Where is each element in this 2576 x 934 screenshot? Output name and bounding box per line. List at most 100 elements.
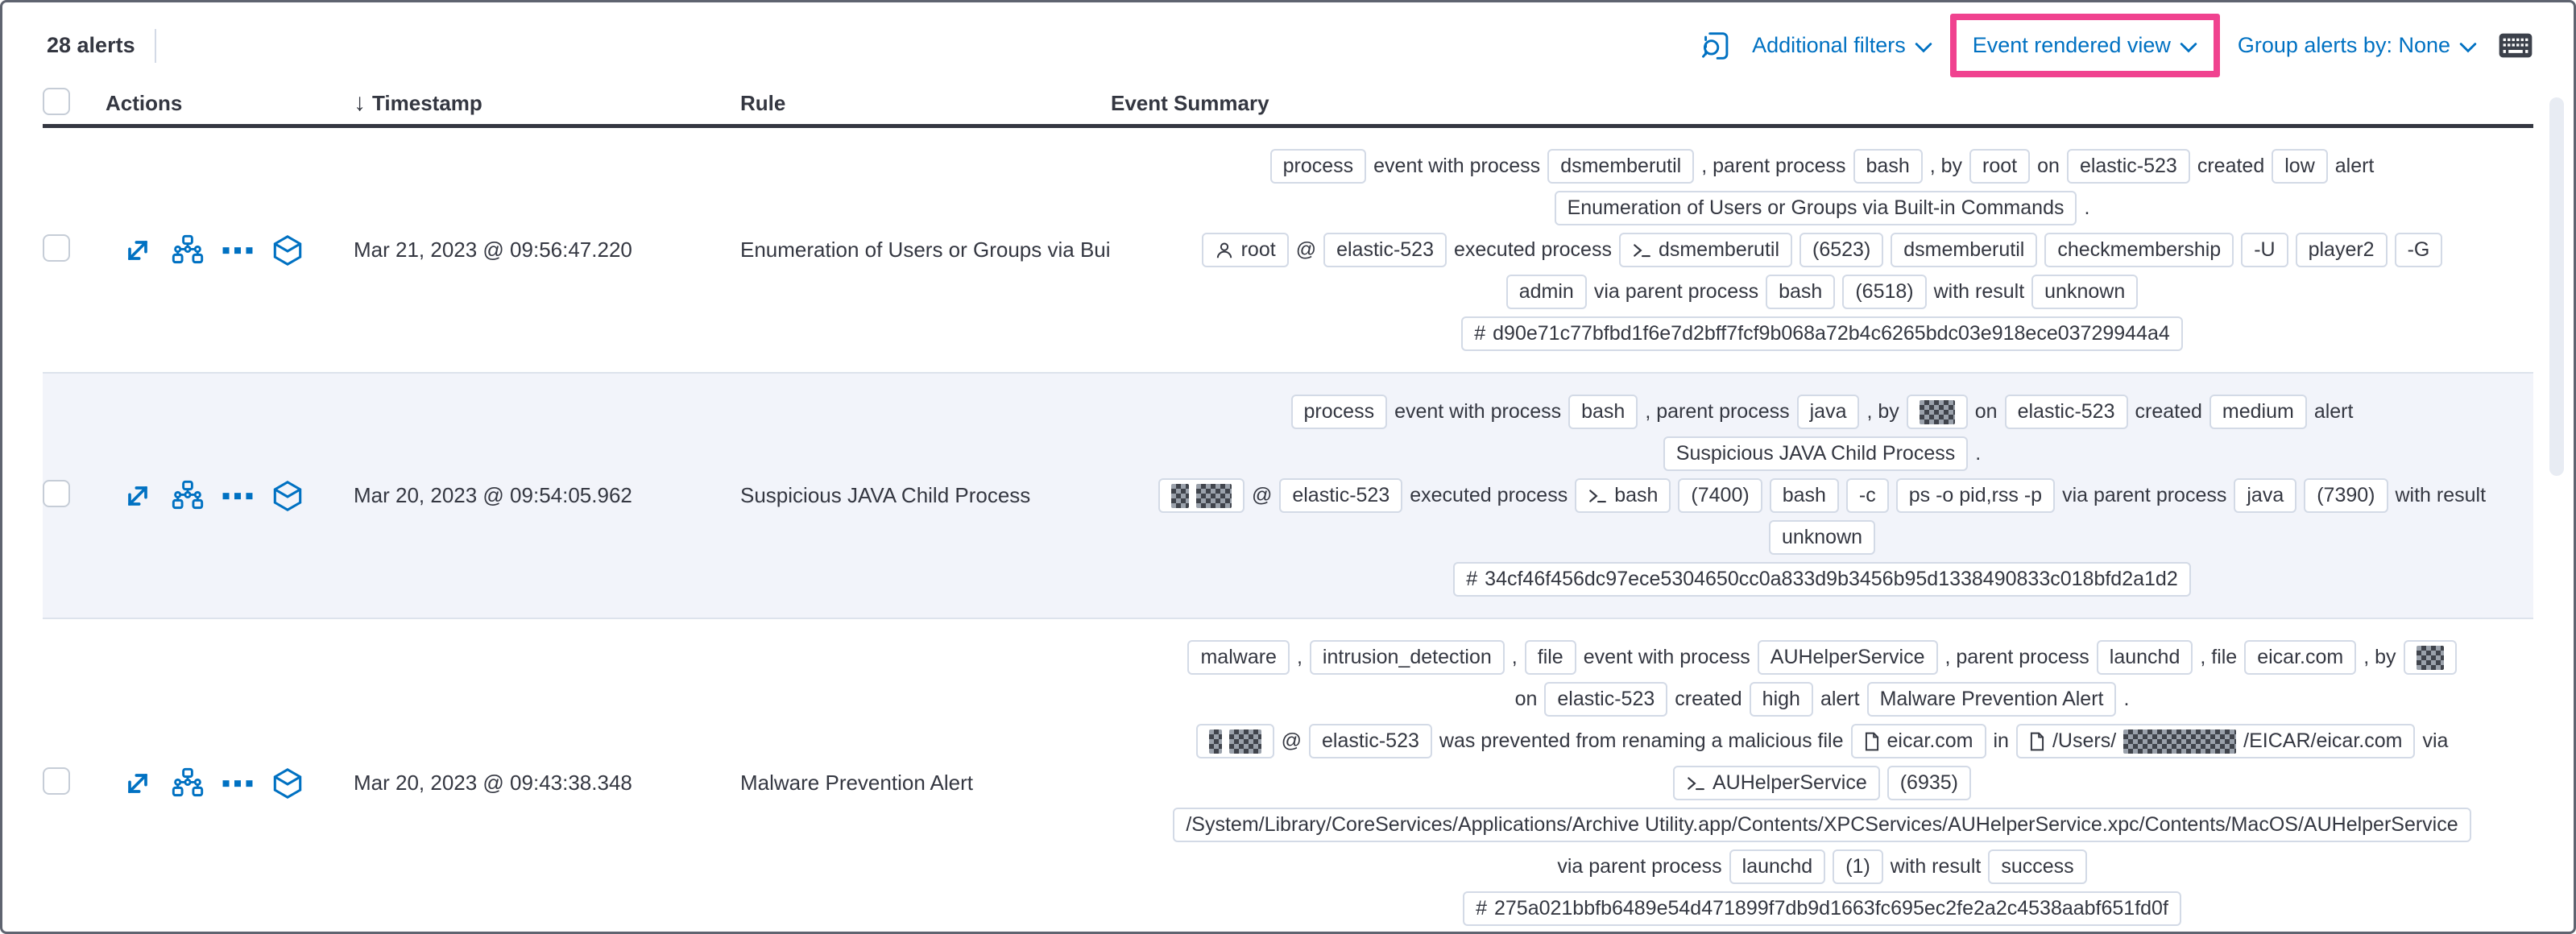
keyboard-icon[interactable] bbox=[2498, 32, 2533, 59]
chevron-down-icon bbox=[2459, 42, 2477, 52]
summary-line: /System/Library/CoreServices/Application… bbox=[1173, 808, 2471, 842]
field-badge[interactable]: (7400) bbox=[1678, 478, 1762, 513]
expand-event-icon[interactable] bbox=[122, 767, 154, 800]
more-actions-icon[interactable] bbox=[222, 767, 254, 800]
rule-cell[interactable]: Enumeration of Users or Groups via Bui bbox=[740, 238, 1111, 262]
field-badge[interactable]: eicar.com bbox=[2244, 640, 2357, 675]
field-badge[interactable] bbox=[2403, 640, 2457, 675]
field-badge[interactable]: dsmemberutil bbox=[1547, 149, 1695, 184]
field-badge[interactable]: process bbox=[1290, 395, 1388, 429]
field-badge[interactable]: unknown bbox=[1768, 520, 1876, 555]
field-badge[interactable]: (6523) bbox=[1799, 233, 1884, 267]
field-badge[interactable] bbox=[1158, 478, 1245, 513]
more-actions-icon[interactable] bbox=[222, 234, 254, 267]
group-alerts-by-button[interactable]: Group alerts by: None bbox=[2238, 33, 2477, 58]
view-selector-button[interactable]: Event rendered view bbox=[1973, 33, 2197, 58]
field-badge[interactable]: (6935) bbox=[1886, 766, 1971, 800]
field-badge[interactable]: Malware Prevention Alert bbox=[1866, 682, 2117, 717]
field-badge[interactable]: elastic-523 bbox=[1308, 724, 1432, 758]
sort-down-icon: ↓ bbox=[354, 89, 366, 116]
investigate-timeline-icon[interactable] bbox=[271, 234, 304, 267]
additional-filters-button[interactable]: Additional filters bbox=[1752, 33, 1932, 58]
field-badge[interactable]: /Users//EICAR/eicar.com bbox=[2015, 724, 2416, 758]
badge-label: dsmemberutil bbox=[1903, 238, 2025, 261]
select-all-checkbox[interactable] bbox=[43, 87, 70, 115]
field-badge[interactable]: unknown bbox=[2031, 275, 2139, 309]
field-badge[interactable]: -G bbox=[2394, 233, 2443, 267]
field-badge[interactable]: high bbox=[1749, 682, 1813, 717]
field-badge[interactable]: -c bbox=[1845, 478, 1889, 513]
col-header-timestamp[interactable]: ↓ Timestamp bbox=[354, 89, 740, 117]
field-badge[interactable]: AUHelperService bbox=[1672, 766, 1880, 800]
field-badge[interactable]: AUHelperService bbox=[1757, 640, 1938, 675]
investigate-timeline-icon[interactable] bbox=[271, 480, 304, 512]
field-badge[interactable]: (6518) bbox=[1842, 275, 1927, 309]
field-badge[interactable]: bash bbox=[1568, 395, 1638, 429]
field-badge[interactable]: malware bbox=[1187, 640, 1290, 675]
expand-event-icon[interactable] bbox=[122, 480, 154, 512]
field-badge[interactable]: eicar.com bbox=[1850, 724, 1986, 758]
field-badge[interactable]: admin bbox=[1505, 275, 1587, 309]
field-badge[interactable]: root bbox=[1969, 149, 2031, 184]
field-badge[interactable]: elastic-523 bbox=[1323, 233, 1447, 267]
row-checkbox[interactable] bbox=[43, 234, 70, 262]
summary-text: with result bbox=[1890, 855, 1982, 878]
field-badge[interactable]: elastic-523 bbox=[2066, 149, 2190, 184]
field-badge[interactable]: bash bbox=[1766, 275, 1836, 309]
vertical-scrollbar-thumb[interactable] bbox=[2549, 97, 2564, 476]
field-badge[interactable]: checkmembership bbox=[2044, 233, 2234, 267]
expand-event-icon[interactable] bbox=[122, 234, 154, 267]
field-badge[interactable]: #d90e71c77bfbd1f6e7d2bff7fcf9b068a72b4c6… bbox=[1461, 316, 2183, 351]
field-badge[interactable]: #275a021bbfb6489e54d471899f7db9d1663fc69… bbox=[1463, 891, 2181, 926]
badge-label: unknown bbox=[1781, 526, 1863, 548]
col-header-rule: Rule bbox=[740, 90, 786, 115]
inspect-icon[interactable] bbox=[1700, 31, 1731, 61]
field-badge[interactable]: elastic-523 bbox=[1544, 682, 1668, 717]
timestamp-header-label: Timestamp bbox=[372, 90, 482, 115]
field-badge[interactable]: file bbox=[1524, 640, 1576, 675]
field-badge[interactable]: dsmemberutil bbox=[1618, 233, 1793, 267]
field-badge[interactable]: low bbox=[2272, 149, 2328, 184]
field-badge[interactable]: Suspicious JAVA Child Process bbox=[1663, 436, 1969, 471]
field-badge[interactable]: process bbox=[1269, 149, 1367, 184]
field-badge[interactable]: #34cf46f456dc97ece5304650cc0a833d9b3456b… bbox=[1453, 562, 2191, 597]
field-badge[interactable]: bash bbox=[1575, 478, 1671, 513]
rule-cell[interactable]: Suspicious JAVA Child Process bbox=[740, 483, 1031, 507]
field-badge[interactable]: -U bbox=[2241, 233, 2288, 267]
field-badge[interactable]: /System/Library/CoreServices/Application… bbox=[1173, 808, 2471, 842]
field-badge[interactable] bbox=[1195, 724, 1274, 758]
investigate-timeline-icon[interactable] bbox=[271, 767, 304, 800]
analyze-event-icon[interactable] bbox=[172, 767, 204, 800]
field-badge[interactable]: ps -o pid,rss -p bbox=[1895, 478, 2056, 513]
field-badge[interactable]: elastic-523 bbox=[2004, 395, 2128, 429]
field-badge[interactable]: Enumeration of Users or Groups via Built… bbox=[1554, 191, 2077, 225]
timestamp-cell: Mar 21, 2023 @ 09:56:47.220 bbox=[354, 238, 632, 262]
analyze-event-icon[interactable] bbox=[172, 234, 204, 267]
field-badge[interactable]: player2 bbox=[2295, 233, 2388, 267]
field-badge[interactable]: intrusion_detection bbox=[1309, 640, 1505, 675]
field-badge[interactable]: (7390) bbox=[2304, 478, 2388, 513]
field-badge[interactable]: dsmemberutil bbox=[1891, 233, 2038, 267]
analyze-event-icon[interactable] bbox=[172, 480, 204, 512]
field-badge[interactable]: (1) bbox=[1833, 849, 1883, 884]
chevron-down-icon bbox=[1915, 42, 1932, 52]
field-badge[interactable] bbox=[1906, 395, 1968, 429]
field-badge[interactable]: medium bbox=[2209, 395, 2307, 429]
alerts-toolbar: 28 alerts Additional filters Event rende… bbox=[2, 2, 2574, 82]
row-checkbox[interactable] bbox=[43, 480, 70, 507]
badge-label: medium bbox=[2222, 400, 2294, 423]
field-badge[interactable]: java bbox=[1796, 395, 1860, 429]
field-badge[interactable]: bash bbox=[1853, 149, 1923, 184]
field-badge[interactable]: bash bbox=[1769, 478, 1839, 513]
header-border bbox=[43, 124, 2533, 128]
field-badge[interactable]: elastic-523 bbox=[1279, 478, 1403, 513]
field-badge[interactable]: launchd bbox=[2096, 640, 2193, 675]
rule-cell[interactable]: Malware Prevention Alert bbox=[740, 771, 974, 795]
field-badge[interactable]: root bbox=[1201, 233, 1289, 267]
field-badge[interactable]: launchd bbox=[1729, 849, 1826, 884]
field-badge[interactable]: java bbox=[2234, 478, 2297, 513]
field-badge[interactable]: success bbox=[1988, 849, 2087, 884]
more-actions-icon[interactable] bbox=[222, 480, 254, 512]
row-checkbox[interactable] bbox=[43, 767, 70, 795]
